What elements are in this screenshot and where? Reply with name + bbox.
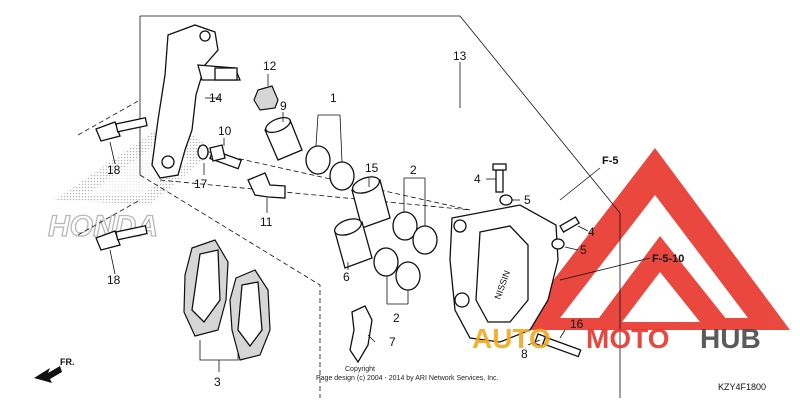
piston-seal-set-upper[interactable] — [305, 145, 355, 191]
label-9: 9 — [280, 99, 287, 113]
flange-bolt-upper[interactable] — [95, 116, 148, 142]
piston-lower[interactable] — [332, 216, 373, 269]
label-13: 13 — [453, 49, 467, 63]
honda-logo-watermark: HONDA — [47, 120, 215, 244]
label-5-right: 5 — [580, 243, 587, 257]
bleeder-cap-right[interactable] — [551, 238, 565, 250]
piston-seal-set-mid[interactable] — [392, 211, 438, 255]
pin-boot[interactable] — [253, 85, 279, 111]
part-number-labels: 12 9 10 17 11 14 18 18 1 2 2 15 6 7 3 13… — [107, 49, 595, 389]
bolt-guide-line — [77, 99, 141, 136]
bleeder-cap[interactable] — [499, 194, 513, 206]
bleeder-valve-right[interactable] — [559, 216, 580, 233]
pad-spring[interactable] — [349, 305, 373, 364]
label-8: 8 — [521, 347, 528, 361]
washer[interactable] — [197, 144, 209, 160]
label-1: 1 — [330, 91, 337, 105]
caliper-body[interactable]: NISSIN — [449, 204, 559, 343]
brake-pad-set[interactable] — [183, 239, 271, 361]
caliper-bracket[interactable] — [151, 24, 241, 179]
pad-pin[interactable] — [533, 333, 582, 358]
automotohub-triangle-logo — [515, 148, 790, 330]
label-3: 3 — [214, 375, 221, 389]
watermark-hub: HUB — [700, 323, 761, 354]
caliper-pin[interactable] — [247, 172, 286, 199]
label-18-upper: 18 — [107, 163, 121, 177]
assembly-outline — [140, 15, 621, 398]
label-10: 10 — [218, 124, 232, 138]
label-4-right: 4 — [588, 225, 595, 239]
label-7: 7 — [389, 335, 396, 349]
label-14: 14 — [209, 91, 223, 105]
callout-leaders — [109, 62, 651, 372]
copyright-line-1: Copyright — [345, 366, 375, 373]
copyright-line-2: Page design (c) 2004 - 2014 by ARI Netwo… — [316, 375, 499, 382]
pad-box-outline — [139, 174, 321, 398]
diagram-code: KZY4F1800 — [718, 382, 766, 392]
label-2-upper: 2 — [410, 163, 417, 177]
sleeve[interactable] — [264, 115, 303, 161]
label-15: 15 — [365, 161, 379, 175]
flange-bolt-lower[interactable] — [95, 224, 148, 251]
label-6: 6 — [343, 270, 350, 284]
label-5-upper: 5 — [524, 193, 531, 207]
label-11: 11 — [260, 215, 273, 229]
fr-label: FR. — [60, 357, 75, 367]
front-direction-arrow: FR. — [34, 357, 75, 383]
bolt-guide-line — [77, 199, 141, 236]
piston-seal-set-lower[interactable] — [373, 247, 421, 291]
ref-f5-10[interactable]: F-5-10 — [652, 253, 684, 265]
label-17: 17 — [194, 177, 208, 191]
bleeder-valve[interactable] — [492, 163, 507, 193]
pin-guide-line — [159, 179, 471, 211]
watermark-moto: MOTO — [586, 323, 669, 354]
ref-f5[interactable]: F-5 — [602, 155, 619, 167]
label-2-lower: 2 — [393, 311, 400, 325]
label-12: 12 — [263, 59, 277, 73]
piston-upper[interactable] — [350, 174, 391, 229]
label-18-lower: 18 — [107, 273, 121, 287]
caliper-pin-bolt[interactable] — [209, 144, 243, 170]
automotohub-text-watermark: AUTO MOTO HUB — [472, 323, 761, 354]
label-16: 16 — [570, 317, 584, 331]
watermark-auto: AUTO — [472, 323, 551, 354]
label-4-upper: 4 — [474, 172, 481, 186]
